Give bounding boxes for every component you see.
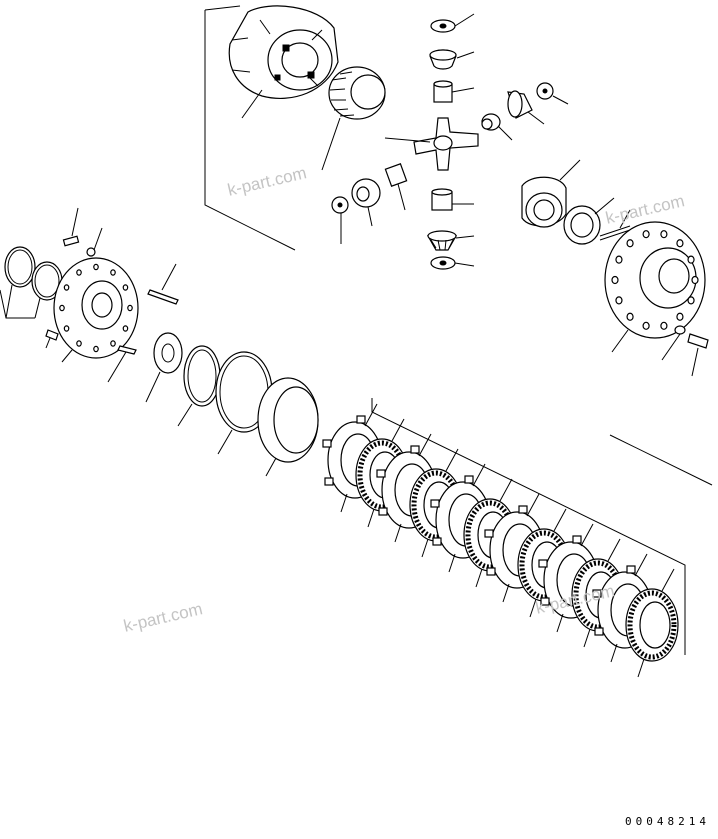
small-bolt — [45, 329, 59, 349]
housing-washer — [86, 227, 103, 257]
flange-bolt — [687, 333, 709, 377]
side-gear-thrust-washer — [563, 197, 615, 245]
retainer-housing — [53, 257, 139, 363]
pinion-gear-right — [507, 90, 545, 125]
guide-pin — [107, 345, 137, 383]
clutch-disc-pack — [322, 403, 679, 678]
case-pin-right — [599, 209, 631, 241]
flange-washer — [661, 325, 686, 361]
pinion-bushing-top — [433, 80, 475, 103]
side-gear — [521, 159, 581, 228]
friction-disc — [625, 568, 679, 678]
pinion-gear-left — [351, 178, 381, 227]
thrust-plate — [145, 332, 183, 403]
figure-code: 00048214 — [625, 815, 710, 828]
pinion-gear-top — [429, 49, 475, 70]
dowel-pin — [147, 263, 179, 305]
ring-plate — [177, 345, 221, 427]
clutch-pack-frame — [371, 398, 713, 655]
pinion-washer-right — [536, 82, 569, 105]
bevel-gear — [321, 66, 386, 171]
differential-group-frame — [204, 5, 296, 251]
pinion-washer-left — [331, 196, 349, 244]
pinion-washer-bottom — [430, 256, 475, 270]
pinion-bushing-right — [481, 113, 513, 141]
pinion-bushing-bottom — [431, 188, 474, 211]
differential-case — [228, 5, 339, 119]
pinion-bushing-left — [384, 163, 408, 211]
piston — [257, 377, 319, 477]
snap-ring-2 — [0, 261, 63, 319]
spider-cross — [384, 117, 479, 171]
pinion-gear-bottom — [426, 230, 475, 251]
housing-bolt — [62, 207, 80, 247]
differential-case-flange — [604, 221, 706, 353]
pinion-washer-top — [430, 13, 475, 33]
snap-ring-1 — [4, 246, 36, 319]
